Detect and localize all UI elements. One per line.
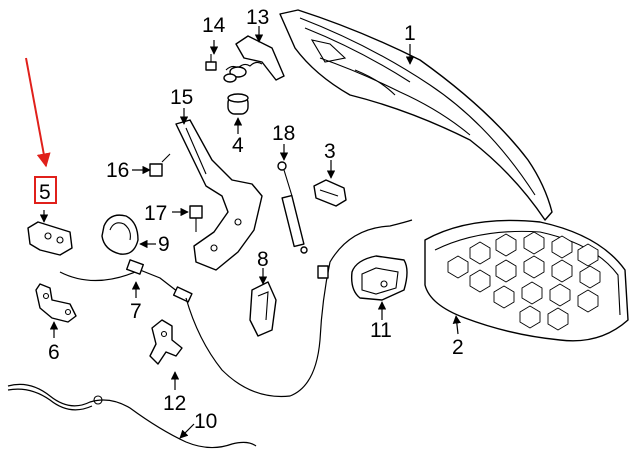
callout-7: 7 [130, 300, 142, 323]
grommet-part [101, 214, 156, 255]
highlight-indicator [25, 57, 57, 204]
bolt-part-17 [172, 205, 203, 232]
hood-hinge-part [175, 108, 263, 271]
highlight-arrow [25, 57, 51, 168]
callout-15: 15 [170, 86, 193, 109]
hood-part [279, 9, 553, 221]
gas-strut-part [277, 144, 308, 254]
callout-4: 4 [232, 134, 244, 157]
highlight-box [34, 176, 57, 204]
callout-2: 2 [452, 336, 464, 359]
callout-14: 14 [202, 14, 226, 37]
callout-6: 6 [48, 341, 60, 364]
bolt-part-14 [205, 40, 219, 71]
hood-latch-part [27, 210, 73, 256]
callout-1: 1 [404, 22, 416, 45]
callout-17: 17 [144, 202, 167, 225]
callout-5: 5 [39, 181, 51, 204]
callout-18: 18 [272, 122, 295, 145]
callout-3: 3 [324, 140, 336, 163]
callout-13: 13 [246, 6, 269, 29]
latch-bracket-part [35, 283, 77, 338]
callout-11: 11 [370, 319, 392, 342]
release-cable-front-part [59, 259, 193, 303]
release-handle-part [249, 268, 277, 337]
callout-9: 9 [158, 233, 170, 256]
callout-8: 8 [257, 248, 269, 271]
safety-catch-part [350, 255, 408, 320]
rubber-bumper-part [227, 93, 249, 134]
callout-12: 12 [163, 392, 186, 415]
callout-10: 10 [194, 410, 217, 433]
hinge-spring-part [223, 26, 285, 83]
release-cable-rear-part [7, 383, 257, 449]
cable-routing [185, 219, 413, 398]
callout-16: 16 [106, 159, 129, 182]
latch-striker-part [149, 319, 183, 390]
hood-bumper-part [313, 160, 347, 207]
bolt-part-16 [132, 153, 171, 177]
hood-insulator-part [424, 219, 629, 342]
